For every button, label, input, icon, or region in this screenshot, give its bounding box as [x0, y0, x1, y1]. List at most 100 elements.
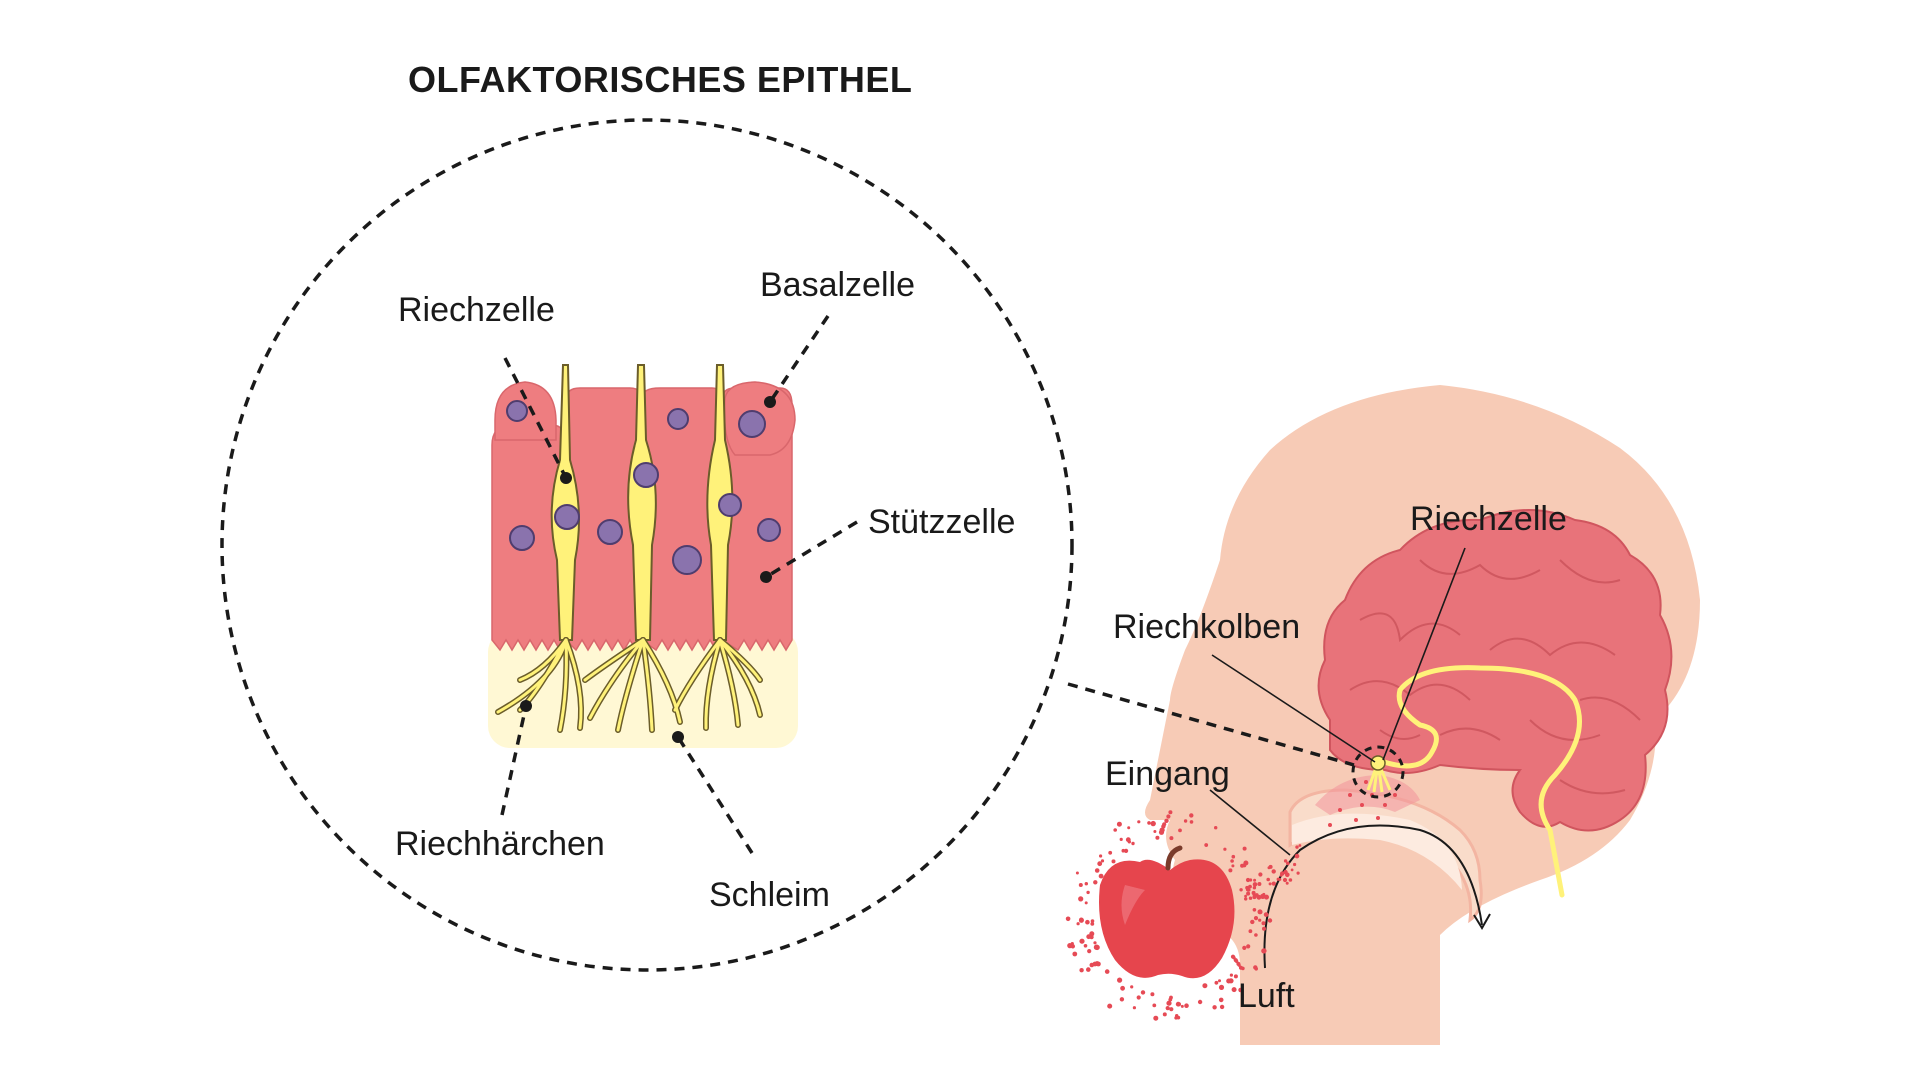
- zoom-source-circle: [1351, 745, 1405, 799]
- scent-particle: [1079, 917, 1084, 922]
- scent-particle: [1107, 1003, 1113, 1009]
- scent-particle: [1189, 820, 1194, 824]
- scent-particle: [1229, 973, 1233, 977]
- airflow-arrowhead: [1473, 913, 1491, 930]
- brain-folds: [1349, 559, 1641, 795]
- apple: [1099, 859, 1235, 979]
- scent-particle: [1111, 859, 1116, 864]
- apple-illustration: [1065, 810, 1302, 1021]
- scent-particle: [1169, 836, 1174, 841]
- scent-particle: [1231, 854, 1236, 859]
- scent-particle: [1162, 1012, 1167, 1017]
- scent-particle: [1085, 919, 1090, 925]
- scent-particle: [1086, 967, 1091, 972]
- scent-particle: [1258, 872, 1263, 877]
- scent-particle: [1153, 1015, 1159, 1021]
- olfactory-nerve: [1375, 665, 1582, 898]
- scent-particle: [1178, 828, 1182, 833]
- scent-particle: [1070, 942, 1074, 946]
- scent-particle: [1276, 877, 1280, 881]
- label-schleim: Schleim: [709, 876, 830, 914]
- scent-particle: [1253, 878, 1257, 882]
- scent-particle: [1262, 926, 1266, 931]
- scent-particle: [1153, 830, 1157, 833]
- scent-particle: [1252, 895, 1257, 900]
- cell-nuclei: [506, 400, 781, 575]
- scent-particle: [1245, 877, 1251, 883]
- scent-particle: [1094, 944, 1100, 951]
- scent-particle: [1124, 848, 1129, 854]
- apple-highlight: [1121, 885, 1145, 925]
- scent-particle: [1264, 894, 1269, 900]
- scent-particle: [1256, 894, 1262, 900]
- scent-particle: [1257, 882, 1262, 886]
- scent-particle: [1076, 922, 1080, 926]
- scent-particle: [1176, 1015, 1181, 1020]
- olfactory-bulb: [1370, 755, 1386, 771]
- scent-particle: [1259, 910, 1263, 914]
- scent-particle: [1214, 980, 1219, 985]
- scent-particle: [1150, 820, 1156, 827]
- scent-particle: [1189, 813, 1194, 818]
- scent-particle: [1137, 820, 1141, 824]
- label-riechkolben: Riechkolben: [1113, 608, 1300, 646]
- airflow-arrow: [1263, 824, 1483, 969]
- scent-particle: [1166, 1000, 1172, 1006]
- scent-particle: [1084, 882, 1089, 886]
- scent-particle: [1130, 985, 1134, 989]
- scent-particle: [1218, 979, 1221, 983]
- scent-particle: [1248, 929, 1253, 934]
- scent-particle: [1072, 951, 1078, 957]
- scent-particle: [1166, 814, 1171, 819]
- scent-particle: [1282, 877, 1288, 883]
- scent-particle: [1078, 896, 1084, 902]
- scent-particle: [1164, 818, 1169, 823]
- scent-particle: [1261, 948, 1267, 954]
- scent-particle: [1180, 1004, 1184, 1008]
- scent-particle: [1125, 837, 1131, 843]
- zoom-circle: [220, 118, 1074, 972]
- scent-particle: [1251, 890, 1256, 895]
- scent-particle: [1218, 984, 1225, 991]
- scent-particle: [1254, 933, 1258, 937]
- scent-particle: [1244, 897, 1248, 901]
- scent-particle: [1252, 908, 1257, 912]
- scent-particle: [1204, 843, 1209, 847]
- scent-particle: [1223, 847, 1227, 851]
- scent-particle: [1121, 848, 1126, 853]
- scent-particle: [1162, 822, 1167, 827]
- scent-particle: [1079, 938, 1085, 944]
- scent-particle: [1218, 997, 1224, 1003]
- scent-particle: [1117, 977, 1123, 983]
- scent-particle: [1293, 862, 1297, 867]
- scent-particle: [1089, 931, 1095, 937]
- scent-particle: [1202, 983, 1208, 989]
- apple-stem: [1165, 845, 1183, 871]
- scent-particle: [1116, 821, 1122, 827]
- scent-particle: [1100, 859, 1105, 863]
- scent-particle: [1078, 883, 1083, 887]
- scent-particle: [1165, 1006, 1170, 1011]
- scent-particle: [1065, 916, 1071, 922]
- scent-particle: [1168, 810, 1173, 815]
- scent-particle: [1261, 921, 1266, 926]
- scent-particles-apple: [1065, 810, 1302, 1021]
- scent-particle: [1231, 864, 1235, 868]
- scent-particle: [1098, 873, 1104, 879]
- scent-particle: [1230, 859, 1234, 863]
- scent-particle: [1120, 985, 1125, 991]
- scent-particle: [1242, 945, 1247, 951]
- diagram-title: OLFAKTORISCHES EPITHEL: [408, 59, 912, 100]
- label-riechhaerchen: Riechhärchen: [395, 825, 605, 863]
- scent-particle: [1252, 882, 1258, 887]
- scent-particle: [1136, 995, 1141, 1000]
- scent-particle: [1296, 871, 1300, 875]
- scent-particle: [1254, 967, 1258, 971]
- scent-particle: [1246, 944, 1251, 949]
- scent-particle: [1093, 880, 1098, 885]
- scent-particle: [1086, 890, 1090, 895]
- scent-particle: [1086, 934, 1092, 940]
- scent-particle: [1090, 922, 1095, 926]
- scent-particle: [1083, 944, 1088, 948]
